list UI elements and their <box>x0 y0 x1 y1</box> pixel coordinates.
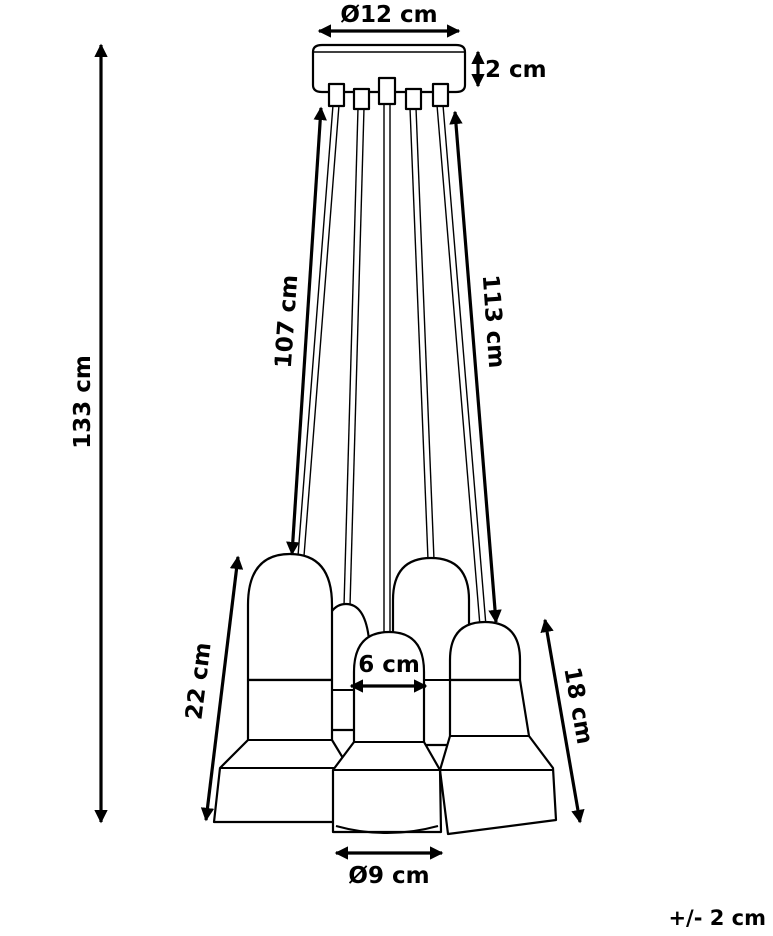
label-cable-long: 113 cm <box>477 274 509 369</box>
label-shade-top-width: 6 cm <box>358 652 420 678</box>
label-tolerance: +/- 2 cm <box>668 906 766 930</box>
label-shade-large-height: 22 cm <box>181 641 216 721</box>
dim-line-cable-long <box>449 110 502 624</box>
label-cable-short: 107 cm <box>271 274 303 369</box>
label-canopy-height: 2 cm <box>485 57 547 83</box>
dim-line-cable-short <box>286 106 327 556</box>
shade-right <box>438 620 558 836</box>
cable-2b <box>349 107 365 607</box>
cable-4b <box>415 107 435 561</box>
label-shade-bottom-diameter: Ø9 cm <box>348 863 429 889</box>
dimension-lines <box>94 24 585 860</box>
dim-line-shade-large <box>200 555 244 822</box>
label-total-height: 133 cm <box>70 355 96 449</box>
label-canopy-diameter: Ø12 cm <box>340 2 437 28</box>
dim-line-shade-small <box>540 618 585 824</box>
cable-2 <box>343 107 359 607</box>
cables <box>297 102 487 632</box>
cable-4 <box>409 107 429 561</box>
cable-1b <box>303 104 340 557</box>
shade-left <box>212 552 351 824</box>
canopy <box>311 43 467 94</box>
cable-holders <box>327 76 450 111</box>
cable-5b <box>442 104 487 627</box>
cable-5 <box>436 104 481 627</box>
